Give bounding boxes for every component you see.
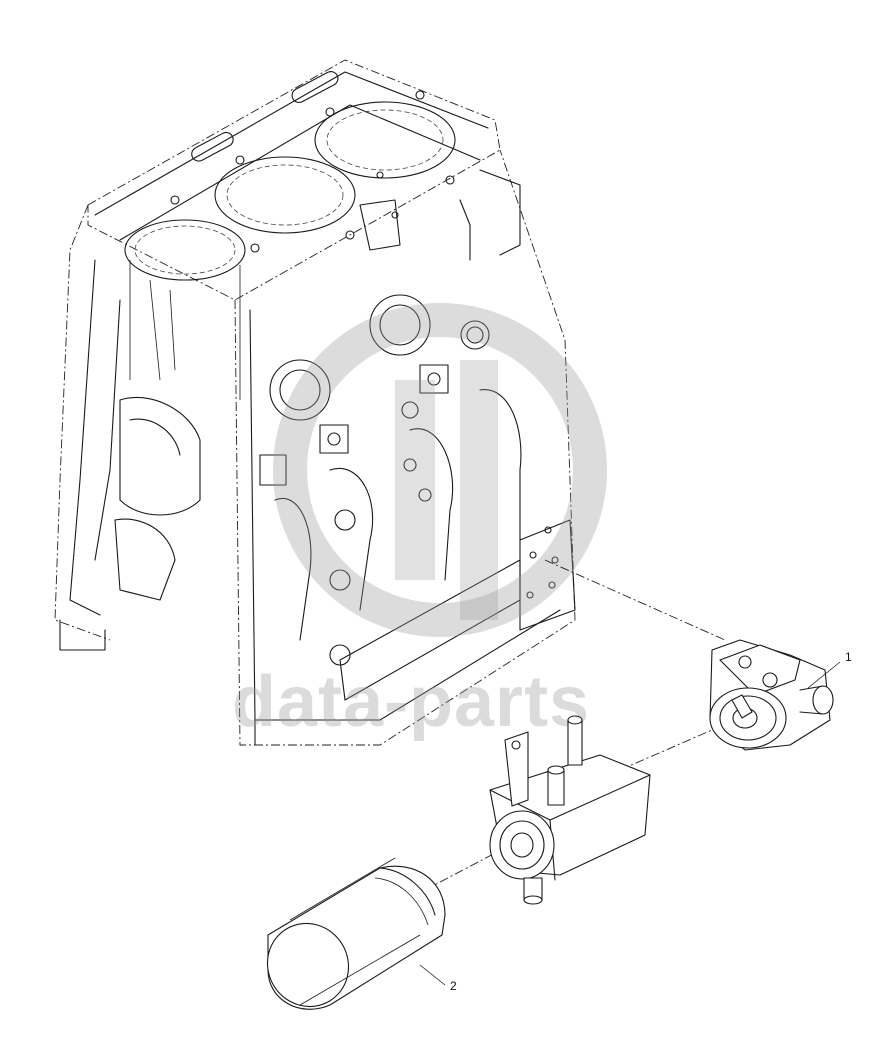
oil-filter-head (709, 639, 834, 751)
engine-block (54, 59, 576, 746)
oil-cooler (489, 715, 651, 905)
watermark: data-parts (232, 303, 607, 742)
callout-2: 2 (419, 964, 457, 993)
callout-1-number: 1 (845, 650, 852, 664)
oil-filter (266, 857, 446, 1010)
watermark-text: data-parts (232, 662, 590, 742)
callout-2-number: 2 (450, 979, 457, 993)
callout-1: 1 (807, 650, 852, 689)
